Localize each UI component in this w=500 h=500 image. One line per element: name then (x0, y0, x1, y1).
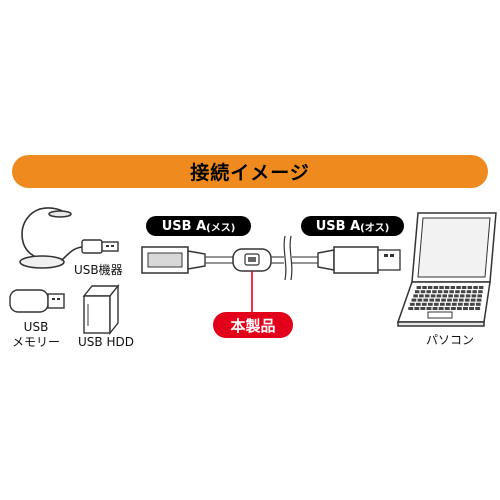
keyboard-key (463, 302, 469, 306)
keyboard-key (426, 307, 432, 310)
keyboard-key (450, 307, 456, 310)
keyboard-key (469, 302, 475, 306)
keyboard-key (454, 294, 459, 298)
usb-memory-label: USB メモリー (4, 320, 68, 350)
keyboard-key (478, 290, 483, 294)
keyboard-key (456, 307, 462, 310)
keyboard-key (420, 290, 426, 294)
keyboard-key (466, 290, 472, 294)
keyboard-key (421, 302, 427, 306)
keyboard-key (417, 298, 423, 302)
keyboard-key (414, 307, 420, 310)
male-connector-gender: (オス) (360, 222, 390, 234)
keyboard-key (458, 298, 464, 302)
keyboard-key (478, 286, 484, 289)
keyboard-key (477, 294, 482, 298)
keyboard-key (439, 286, 444, 289)
keyboard-key (411, 298, 417, 302)
keyboard-key (423, 298, 429, 302)
male-connector-type: USB A (315, 218, 361, 234)
keyboard-key (455, 290, 460, 294)
keyboard-key (433, 286, 439, 289)
keyboard-key (464, 298, 470, 302)
extension-cable-icon (141, 235, 401, 312)
female-connector-gender: (メス) (206, 222, 236, 234)
keyboard-key (422, 286, 427, 289)
keyboard-key (432, 307, 438, 310)
keyboard-key (469, 307, 474, 310)
keyboard-key (459, 294, 465, 298)
usb-device-label: USB機器 (74, 263, 123, 277)
keyboard-key (475, 302, 481, 306)
keyboard-key (457, 302, 463, 306)
keyboard-key (426, 290, 431, 294)
keyboard-key (424, 294, 430, 298)
usb-hdd-icon (82, 284, 120, 335)
keyboard-key (451, 302, 457, 306)
keyboard-key (435, 298, 440, 302)
keyboard-key (429, 298, 435, 302)
banner-title: 接続イメージ (190, 162, 310, 184)
usb-memory-label-line1: USB (23, 320, 49, 334)
keyboard-key (467, 286, 473, 289)
keyboard-key (439, 302, 445, 306)
male-connector-label: USB A (オス) (301, 216, 404, 236)
keyboard-key (416, 286, 422, 289)
keyboard-key (437, 290, 443, 294)
keyboard-key (444, 286, 450, 289)
keyboard-key (408, 307, 414, 310)
keyboard-key (441, 298, 446, 302)
keyboard-key (413, 294, 418, 298)
keyboard-key (442, 294, 447, 298)
pc-label: パソコン (426, 333, 475, 347)
title-banner: 接続イメージ (12, 155, 488, 188)
usb-lamp-icon (19, 207, 83, 269)
keyboard-key (447, 298, 452, 302)
keyboard-key (460, 290, 466, 294)
female-connector-type: USB A (161, 218, 207, 234)
keyboard-key (449, 290, 454, 294)
keyboard-key (433, 302, 439, 306)
keyboard-key (445, 302, 451, 306)
female-connector-label: USB A (メス) (146, 216, 251, 236)
keyboard-key (443, 290, 449, 294)
keyboard-key (461, 286, 467, 289)
product-badge: 本製品 (213, 312, 293, 338)
keyboard-key (415, 302, 421, 306)
keyboard-key (414, 290, 420, 294)
keyboard-key (436, 294, 442, 298)
keyboard-key (438, 307, 444, 310)
keyboard-key (450, 286, 456, 289)
keyboard-key (453, 298, 458, 302)
keyboard-key (471, 294, 477, 298)
usb-plug-icon (81, 239, 119, 254)
keyboard-key (427, 302, 433, 306)
product-label: 本製品 (230, 316, 276, 335)
keyboard-key (465, 294, 471, 298)
keyboard-key (475, 307, 481, 310)
keyboard-key (472, 290, 477, 294)
keyboard-key (419, 294, 424, 298)
keyboard-key (463, 307, 468, 310)
keyboard-key (444, 307, 450, 310)
keyboard-key (430, 294, 436, 298)
keyboard-key (420, 307, 426, 310)
keyboard-key (470, 298, 476, 302)
keyboard-key (476, 298, 482, 302)
keyboard-key (473, 286, 478, 289)
usb-memory-label-line2: メモリー (11, 335, 60, 349)
keyboard-key (427, 286, 433, 289)
usb-hdd-label: USB HDD (78, 335, 134, 349)
keyboard-key (456, 286, 461, 289)
usb-memory-icon (9, 289, 65, 313)
laptop-icon (396, 212, 497, 327)
keyboard-key (409, 302, 415, 306)
keyboard-key (432, 290, 437, 294)
keyboard-key (448, 294, 453, 298)
